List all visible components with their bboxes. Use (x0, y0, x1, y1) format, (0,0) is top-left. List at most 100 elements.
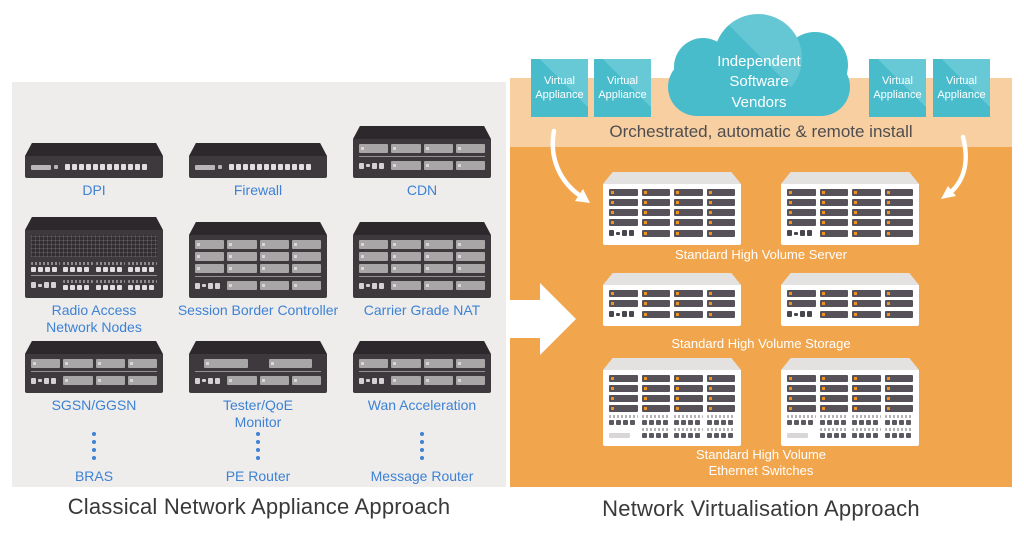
appliance-label: SGSN/GGSN (51, 397, 137, 413)
rack2-appliance-icon (353, 341, 491, 393)
slot (227, 376, 257, 385)
slot (455, 359, 485, 368)
port-cluster-row (609, 415, 735, 425)
port-hatch (127, 280, 157, 283)
vent-dot (629, 230, 634, 236)
slot (259, 264, 289, 273)
slot (391, 264, 421, 273)
vent-dot (38, 283, 42, 287)
vent-dot (215, 377, 220, 384)
slot-row (787, 209, 913, 216)
slot (884, 310, 913, 318)
port-dot (648, 433, 654, 438)
port-dots (31, 267, 60, 272)
dot (256, 432, 260, 436)
slot (706, 310, 735, 318)
port (107, 164, 112, 170)
port-dot (720, 433, 726, 438)
port-dot (38, 267, 43, 272)
dot (256, 448, 260, 452)
port-dot (891, 433, 897, 438)
port-dot (641, 420, 647, 425)
port-dot (695, 420, 700, 425)
appliance-front (353, 235, 491, 298)
rack2w-appliance-icon (189, 341, 327, 393)
port-dot (134, 285, 140, 290)
server-top (781, 172, 919, 184)
port-dot (859, 420, 864, 425)
slot (609, 405, 638, 412)
port-dot (706, 420, 712, 425)
port-cluster-row (787, 428, 913, 438)
appliance-front (25, 354, 163, 393)
port-dot (794, 420, 799, 425)
slot (227, 264, 257, 273)
virtual-appliance-box: Virtual Appliance (869, 59, 926, 117)
port-dot (833, 433, 839, 438)
dots-cell (12, 432, 176, 460)
port-dot (840, 433, 846, 438)
appliance-label: CDN (406, 182, 438, 198)
port-dot (141, 267, 147, 272)
slot (227, 240, 257, 249)
server-front (603, 285, 741, 326)
slot (852, 199, 881, 206)
vent-glyph (359, 162, 388, 170)
port-dot (134, 267, 140, 272)
slot (819, 385, 848, 392)
slot (455, 376, 485, 385)
more-appliance-label: BRAS (74, 468, 114, 484)
slot (819, 290, 848, 297)
slot-row (359, 252, 485, 261)
slot (609, 395, 638, 402)
ellipsis-dots-icon (420, 432, 424, 460)
vent-dot (31, 377, 36, 384)
vent-dot (807, 230, 812, 236)
slot-row (609, 385, 735, 392)
slim-appliance-icon (189, 143, 327, 178)
slot (259, 281, 289, 290)
vent-glyph (609, 310, 638, 318)
port-dots (787, 420, 816, 425)
port (278, 164, 283, 170)
vent-glyph (787, 229, 816, 237)
slot (455, 264, 485, 273)
dot (420, 448, 424, 452)
slot (291, 281, 321, 290)
slot (819, 395, 848, 402)
appliance-label: Tester/QoE Monitor (222, 397, 294, 430)
server-group-label: Standard High Volume Storage (671, 336, 851, 351)
slot-row (609, 219, 735, 226)
slot (391, 281, 421, 290)
slot-row (609, 199, 735, 206)
slot-row (359, 161, 485, 170)
slot-row (609, 209, 735, 216)
slot-row (609, 189, 735, 196)
vent-dot (366, 164, 370, 167)
port-dot (648, 420, 654, 425)
slot (706, 385, 735, 392)
port (100, 164, 105, 170)
vent-dot (366, 379, 370, 382)
slot (884, 385, 913, 392)
slot-row (359, 240, 485, 249)
vent-dot (51, 282, 56, 288)
slot-row (787, 310, 913, 318)
port-dot (833, 420, 839, 425)
slot (423, 281, 453, 290)
slot (819, 199, 848, 206)
port-dot (866, 433, 871, 438)
appliance-top (189, 341, 327, 354)
slot (787, 405, 816, 412)
slot (195, 240, 225, 249)
slot (641, 310, 670, 318)
port-dot (688, 433, 693, 438)
slot (706, 199, 735, 206)
port-hatch (641, 428, 670, 431)
slot (268, 359, 312, 368)
port-hatch (819, 415, 848, 418)
slot (609, 189, 638, 196)
slot (706, 405, 735, 412)
port-hatch (63, 280, 93, 283)
